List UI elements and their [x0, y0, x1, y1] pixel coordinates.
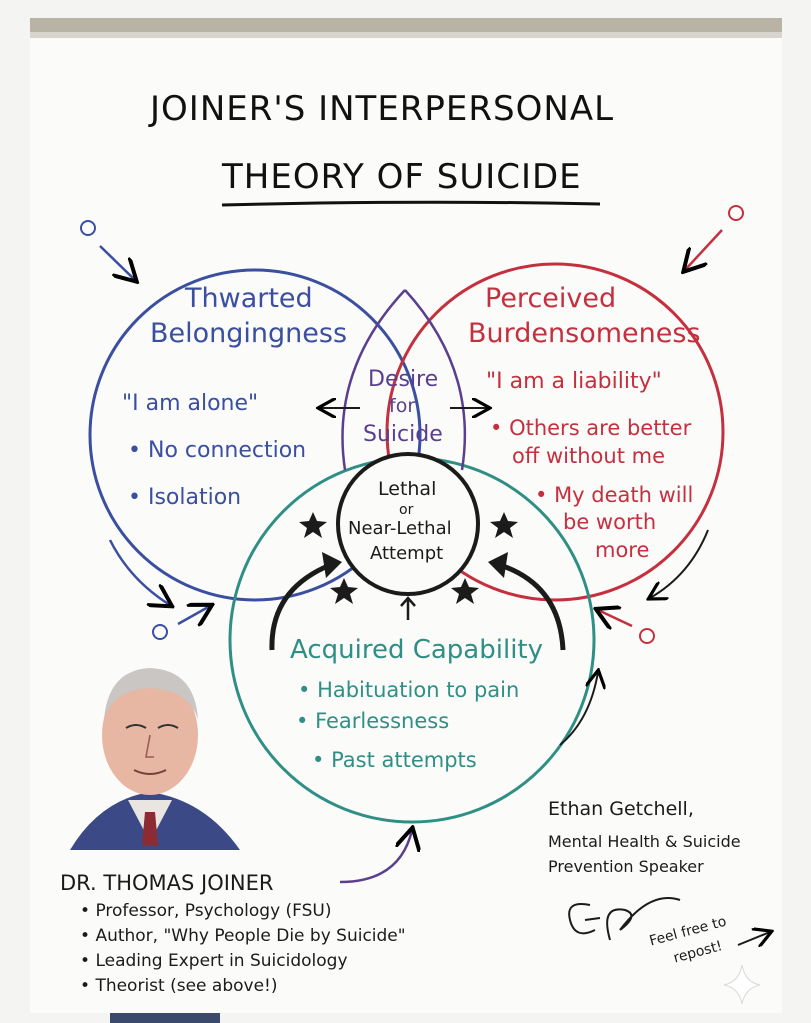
- joiner-name: DR. THOMAS JOINER: [60, 871, 274, 895]
- burden-heading-1: Perceived: [485, 283, 617, 314]
- arrow-icon: [559, 672, 598, 746]
- capability-heading: Acquired Capability: [290, 635, 543, 665]
- title-underline: [221, 200, 601, 207]
- attempt-line-4: Attempt: [370, 543, 444, 564]
- burden-item-1-line-1: Others are better: [509, 416, 692, 440]
- zero-marker: [639, 628, 655, 644]
- star-icon: [451, 578, 479, 604]
- zero-marker: [80, 220, 96, 236]
- arrow-icon: [488, 552, 508, 578]
- desire-lens-outline: [341, 289, 406, 471]
- thwarted-item: • Isolation: [128, 485, 242, 510]
- title-line-2: THEORY OF SUICIDE: [222, 157, 582, 197]
- joiner-item-label: Professor, Psychology (FSU): [95, 901, 332, 921]
- arrow-icon: [177, 606, 210, 624]
- author-role-2: Prevention Speaker: [548, 857, 704, 876]
- star-icon: [490, 512, 518, 538]
- thwarted-quote: "I am alone": [122, 391, 259, 416]
- burden-item-2-line-3: more: [595, 538, 650, 562]
- venn-circle-burdensomeness: [385, 262, 725, 602]
- burden-heading-2: Burdensomeness: [468, 318, 701, 349]
- joiner-item: • Leading Expert in Suicidology: [80, 951, 348, 971]
- board-frame-lip: [30, 32, 782, 38]
- joiner-item-label: Theorist (see above!): [95, 976, 278, 996]
- arrow-icon: [322, 552, 342, 578]
- author-name: Ethan Getchell,: [548, 798, 694, 820]
- thwarted-item: • No connection: [128, 438, 307, 463]
- thwarted-heading-1: Thwarted: [185, 283, 313, 314]
- arrow-icon: [598, 610, 633, 626]
- arrow-icon: [737, 932, 770, 945]
- portrait-icon: [70, 668, 240, 850]
- capability-item-label: Habituation to pain: [317, 678, 520, 702]
- thwarted-item-label: No connection: [147, 438, 307, 463]
- arrow-icon: [685, 229, 723, 270]
- thwarted-item-label: Isolation: [147, 485, 242, 510]
- burden-item-2-line-2: be worth: [563, 510, 657, 534]
- burden-item-2: • My death will: [535, 483, 694, 507]
- joiner-item: • Professor, Psychology (FSU): [80, 901, 332, 921]
- thwarted-heading-2: Belongingness: [150, 318, 348, 349]
- star-icon: [299, 512, 327, 538]
- attempt-line-1: Lethal: [378, 478, 437, 500]
- zero-marker: [152, 624, 168, 640]
- joiner-item-label: Leading Expert in Suicidology: [95, 951, 348, 971]
- capability-item: • Fearlessness: [296, 709, 450, 733]
- capability-arrow-right: [499, 562, 566, 651]
- attempt-circle: [336, 452, 480, 596]
- desire-line-1: Desire: [368, 367, 439, 392]
- arrow-icon: [650, 529, 709, 598]
- capability-arrow-left: [269, 562, 331, 651]
- capability-item-label: Past attempts: [331, 748, 477, 772]
- burden-item-1: • Others are better: [490, 416, 692, 440]
- sparkle-icon: [723, 964, 761, 1005]
- burden-item-2-line-1: My death will: [554, 483, 694, 507]
- desire-line-3: Suicide: [363, 422, 443, 447]
- star-icon: [330, 578, 358, 604]
- venn-circle-belongingness: [88, 268, 422, 602]
- zero-marker: [728, 205, 744, 221]
- attempt-line-2: or: [399, 502, 414, 518]
- capability-item: • Past attempts: [312, 748, 477, 772]
- author-role-1: Mental Health & Suicide: [548, 832, 741, 851]
- desire-line-2: for: [389, 395, 416, 417]
- arrow-icon: [99, 245, 135, 280]
- arrow-icon: [108, 539, 170, 605]
- attempt-line-3: Near-Lethal: [348, 518, 452, 539]
- signature-icon: [568, 897, 681, 941]
- board-frame: [30, 18, 782, 32]
- arrow-icon: [400, 596, 416, 620]
- capability-item: • Habituation to pain: [298, 678, 520, 702]
- arrow-icon: [339, 830, 412, 884]
- joiner-item: • Theorist (see above!): [80, 976, 278, 996]
- desire-lens-outline-right: [404, 289, 467, 471]
- burden-quote: "I am a liability": [486, 369, 662, 394]
- joiner-item-label: Author, "Why People Die by Suicide": [95, 926, 406, 946]
- title-line-1: JOINER'S INTERPERSONAL: [150, 89, 615, 129]
- capability-item-label: Fearlessness: [315, 709, 450, 733]
- burden-item-1-line-2: off without me: [512, 444, 665, 468]
- joiner-item: • Author, "Why People Die by Suicide": [80, 926, 406, 946]
- stars: [299, 512, 518, 604]
- marker-tray: [110, 1013, 220, 1023]
